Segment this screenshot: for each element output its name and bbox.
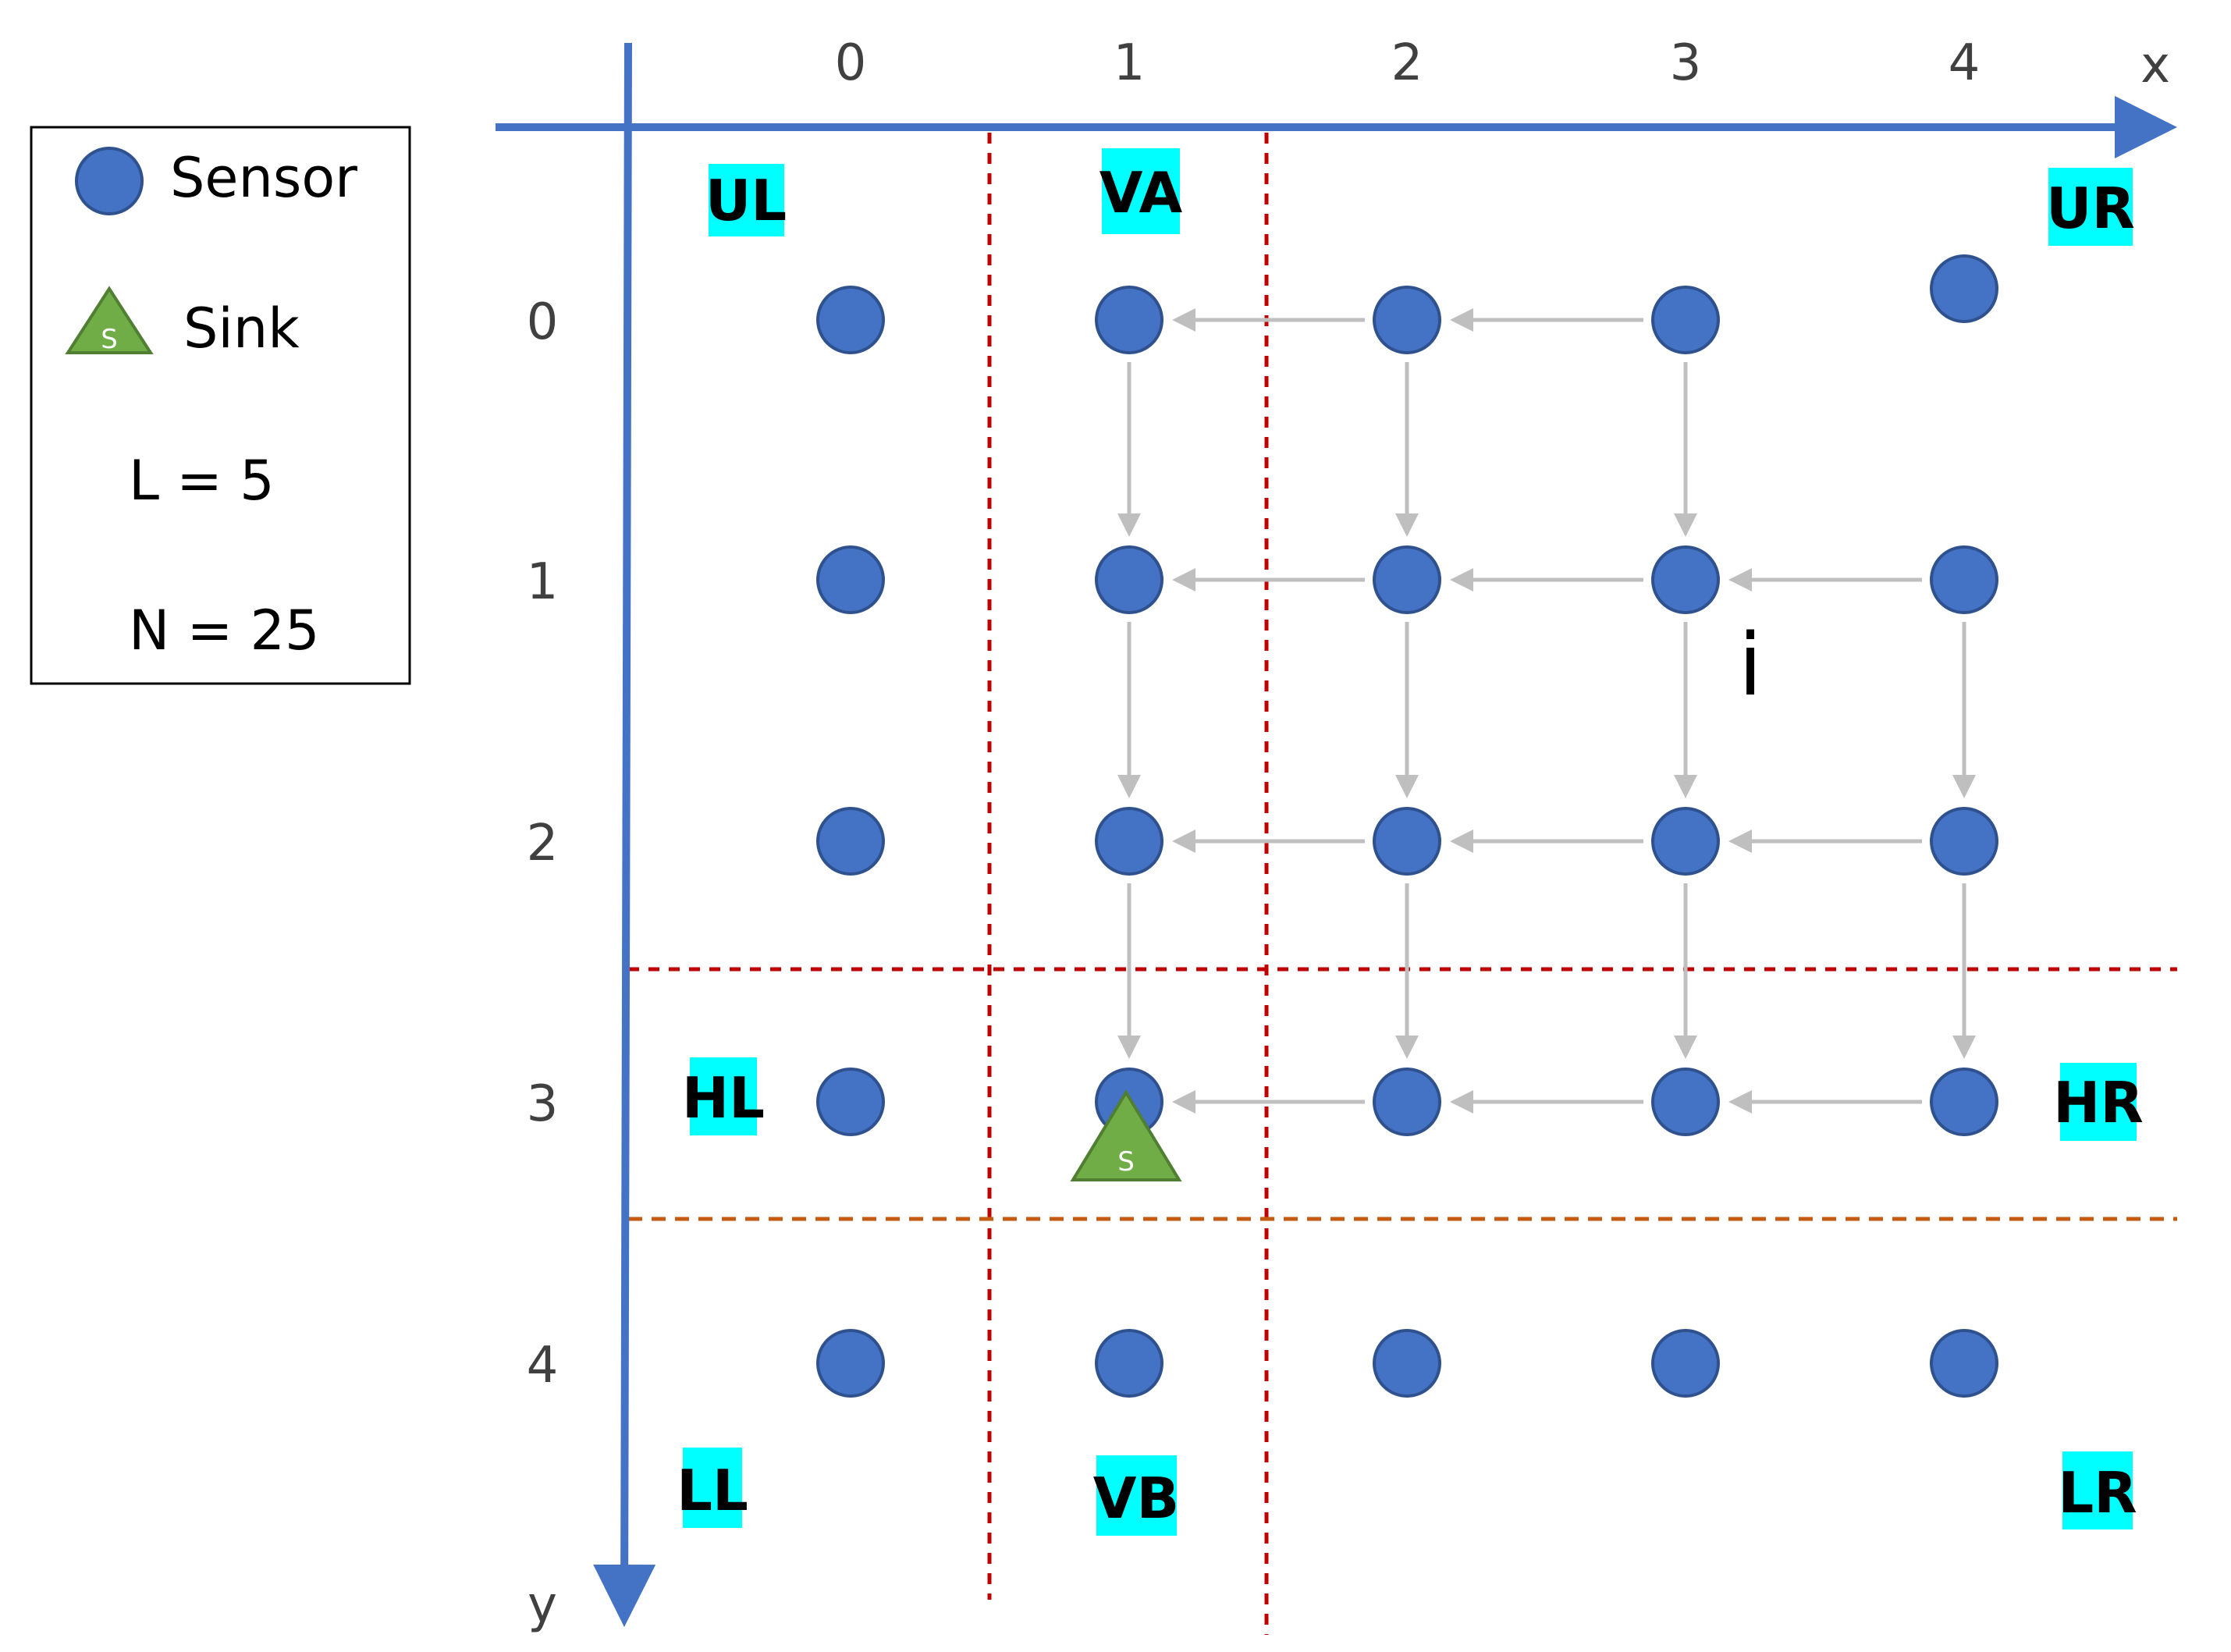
legend-sink-label: Sink xyxy=(183,297,300,361)
sensor-node-icon xyxy=(816,1329,885,1398)
sensor-node-icon xyxy=(1930,254,1998,323)
sink-letter: S xyxy=(1117,1146,1135,1178)
region-hr-bg xyxy=(2060,1063,2137,1141)
sensor-node-icon xyxy=(1373,807,1441,876)
axes: x y 0 1 2 3 4 0 1 2 3 4 xyxy=(496,34,2177,1634)
region-vb-label: VB xyxy=(1093,1465,1180,1531)
x-tick-label: 1 xyxy=(1114,34,1146,92)
sensor-node-icon xyxy=(1651,286,1720,354)
legend: Sensor S Sink L = 5 N = 25 xyxy=(30,126,411,685)
x-axis-label: x xyxy=(2140,37,2170,94)
y-axis xyxy=(593,42,656,1627)
y-tick-label: 4 xyxy=(527,1337,559,1394)
region-ur-bg xyxy=(2048,168,2133,246)
sensor-node-icon xyxy=(1095,545,1163,614)
region-ul-label: UL xyxy=(705,168,787,233)
sink-triangle-icon xyxy=(1070,1089,1182,1181)
sensor-node-icon xyxy=(1373,286,1441,354)
sensor-node-icon xyxy=(1095,1329,1163,1398)
region-vb-bg xyxy=(1096,1455,1177,1536)
legend-box xyxy=(30,126,411,685)
y-tick-label: 3 xyxy=(527,1075,559,1133)
legend-sensor-icon xyxy=(75,147,144,215)
x-tick-label: 0 xyxy=(835,34,867,92)
region-dividers xyxy=(628,133,2177,1635)
region-lr-label: LR xyxy=(2058,1460,2137,1526)
sensor-node-icon xyxy=(816,807,885,876)
y-tick-label: 1 xyxy=(527,553,559,611)
y-tick-label: 0 xyxy=(527,293,559,351)
x-tick-label: 2 xyxy=(1391,34,1423,92)
region-ll-bg xyxy=(683,1448,742,1528)
sensor-node-icon xyxy=(1373,1329,1441,1398)
sensor-node-icon xyxy=(1651,807,1720,876)
legend-sink-icon xyxy=(65,286,154,354)
sensor-node-icon xyxy=(1095,286,1163,354)
region-va-bg xyxy=(1102,148,1180,234)
sensor-node-icon xyxy=(1651,1329,1720,1398)
legend-n-value: N = 25 xyxy=(129,599,320,663)
region-hr-label: HR xyxy=(2053,1070,2144,1135)
region-labels: UL VA UR HL HR LL VB LR xyxy=(677,148,2144,1536)
legend-l-value: L = 5 xyxy=(129,449,275,513)
sensor-node-icon xyxy=(1095,807,1163,876)
sink-node: S xyxy=(1070,1089,1182,1181)
region-ur-label: UR xyxy=(2046,176,2135,241)
y-axis-label: y xyxy=(528,1576,557,1634)
x-tick-label: 3 xyxy=(1670,34,1702,92)
region-lr-bg xyxy=(2062,1451,2133,1529)
legend-sink-letter: S xyxy=(101,324,118,355)
sensor-node-icon xyxy=(1930,1329,1998,1398)
x-tick-labels: 0 1 2 3 4 xyxy=(835,34,1981,92)
sensor-node-icon xyxy=(1930,545,1998,614)
node-label-i: i xyxy=(1739,615,1763,715)
region-hl-label: HL xyxy=(682,1065,765,1131)
sensor-node-icon xyxy=(1930,1068,1998,1136)
sensor-node-icon xyxy=(816,286,885,354)
y-tick-label: 2 xyxy=(527,815,559,872)
region-ll-label: LL xyxy=(677,1458,748,1523)
sensor-node-icon xyxy=(1373,545,1441,614)
legend-sensor-label: Sensor xyxy=(170,146,357,210)
y-tick-labels: 0 1 2 3 4 xyxy=(527,293,559,1394)
region-hl-bg xyxy=(690,1057,757,1135)
region-ul-bg xyxy=(709,164,784,236)
x-tick-label: 4 xyxy=(1949,34,1981,92)
sensor-node-icon xyxy=(1373,1068,1441,1136)
sensor-node-icon xyxy=(1651,545,1720,614)
sensor-node-icon xyxy=(1930,807,1998,876)
sensor-node-icon xyxy=(816,1068,885,1136)
sensor-node-icon xyxy=(816,545,885,614)
routing-arrows xyxy=(1117,308,1976,1114)
region-va-label: VA xyxy=(1100,160,1183,226)
sensor-node-icon xyxy=(1651,1068,1720,1136)
sensor-nodes xyxy=(816,254,1998,1398)
